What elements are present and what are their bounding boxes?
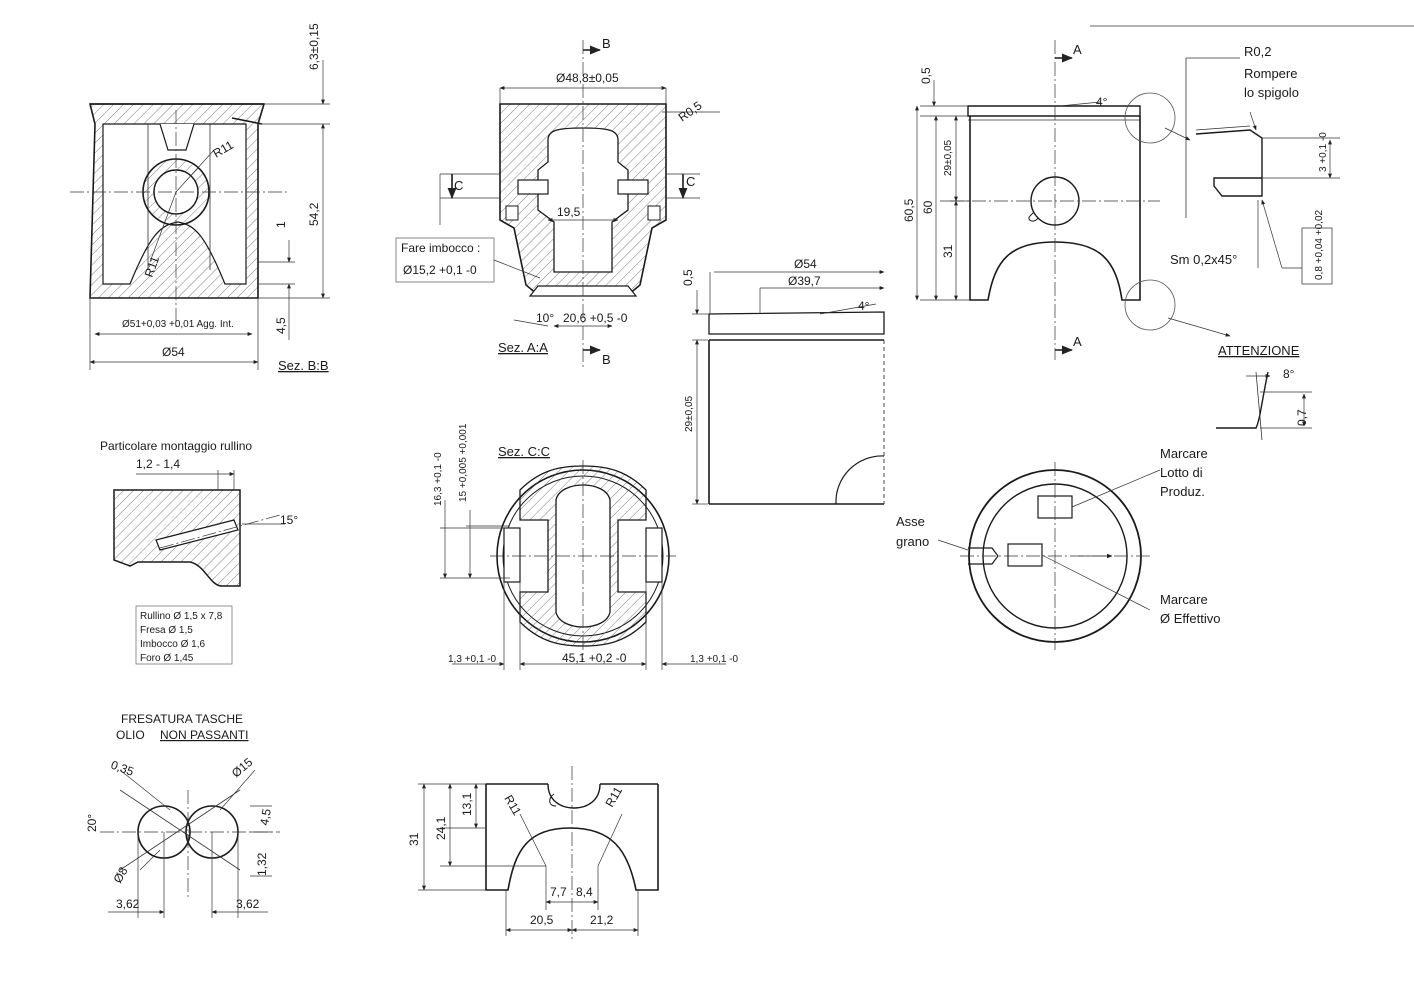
- detail-edge-break: R0,2 Rompere lo spigolo 3 +0,1 -0 Sm 0,2…: [1170, 44, 1340, 285]
- dim-0-35: 0,35: [109, 758, 136, 779]
- angle-4-ring: 4°: [858, 299, 870, 313]
- spec-rullino: Rullino Ø 1,5 x 7,8: [140, 611, 223, 622]
- dim-1-3-left: 1,3 +0,1 -0: [448, 654, 497, 665]
- radius-r0-5: R0,5: [676, 98, 705, 124]
- section-marker-c-left: C: [454, 178, 463, 193]
- angle-4: 4°: [1096, 95, 1108, 109]
- angle-15: 15°: [280, 513, 298, 527]
- detail-fresatura-tasche: FRESATURA TASCHE OLIO NON PASSANTI 0,35 …: [85, 712, 280, 918]
- section-a-a-view: B B Ø48,8±0,05 R0,5 C C 19,5 Fare imbocc…: [395, 36, 720, 370]
- radius-r11-skirt-right: R11: [602, 784, 625, 810]
- detail-attenzione: ATTENZIONE 8° 0,7: [1216, 343, 1312, 441]
- note-rompere: Rompere: [1244, 66, 1297, 81]
- section-marker-a-top: A: [1073, 42, 1082, 57]
- title-olio: OLIO: [116, 728, 145, 742]
- section-c-c-view: Sez. C:C 16,3 +0,1 -0 15 +0,005 +0,001 1…: [433, 423, 739, 670]
- skirt-view: 31 24,1 13,1 R11 R11 7,7 8,4 20,5 21,2: [407, 766, 659, 940]
- dim-8-4: 8,4: [576, 885, 593, 899]
- note-grano: grano: [896, 534, 929, 549]
- spec-fresa: Fresa Ø 1,5: [140, 625, 193, 636]
- title-non-passanti: NON PASSANTI: [160, 728, 248, 742]
- dim-24-1: 24,1: [434, 816, 448, 840]
- note-marcare-lotto: Marcare: [1160, 446, 1208, 461]
- ring-view: Ø54 Ø39,7 4° 0,5 29±0,05: [681, 257, 885, 505]
- spec-imbocco: Imbocco Ø 1,6: [140, 639, 205, 650]
- radius-r11-skirt-left: R11: [501, 793, 524, 819]
- dim-29: 29±0,05: [943, 139, 954, 176]
- note-lotto-di: Lotto di: [1160, 465, 1203, 480]
- dim-d15-2: Ø15,2 +0,1 -0: [403, 263, 477, 277]
- dim-6-3: 6,3±0,15: [307, 23, 321, 70]
- dim-1: 1: [274, 221, 288, 228]
- dim-20-5: 20,5: [530, 913, 554, 927]
- dim-19-5: 19,5: [557, 205, 581, 219]
- dim-31-skirt: 31: [407, 832, 421, 846]
- section-marker-c-right: C: [686, 174, 695, 189]
- note-produz: Produz.: [1160, 484, 1205, 499]
- dim-1-2-1-4: 1,2 - 1,4: [136, 457, 180, 471]
- dim-60-5: 60,5: [902, 198, 916, 222]
- spec-foro: Foro Ø 1,45: [140, 653, 194, 664]
- top-view: Marcare Lotto di Produz. Asse grano Marc…: [896, 446, 1220, 650]
- label-attenzione: ATTENZIONE: [1218, 343, 1300, 358]
- dim-d54: Ø54: [162, 345, 185, 359]
- title-particolare-rullino: Particolare montaggio rullino: [100, 439, 252, 453]
- dim-3-62-left: 3,62: [116, 897, 140, 911]
- dim-54-2: 54,2: [307, 202, 321, 226]
- dim-d48-8: Ø48,8±0,05: [556, 71, 619, 85]
- note-lo-spigolo: lo spigolo: [1244, 85, 1299, 100]
- dim-20-6: 20,6 +0,5 -0: [563, 311, 628, 325]
- section-label-cc: Sez. C:C: [498, 444, 550, 459]
- title-fresatura-tasche: FRESATURA TASCHE: [121, 712, 243, 726]
- note-sm-chamfer: Sm 0,2x45°: [1170, 252, 1237, 267]
- dim-21-2: 21,2: [590, 913, 614, 927]
- radius-r0-2: R0,2: [1244, 44, 1271, 59]
- dim-d15: Ø15: [229, 755, 256, 781]
- dim-0-5: 0,5: [919, 67, 933, 84]
- angle-20: 20°: [85, 814, 99, 832]
- dim-7-7: 7,7: [550, 885, 567, 899]
- section-b-b-view: 6,3±0,15 R11 R11 1 54,2 4,5 Ø51+0,03 +0,…: [70, 23, 330, 373]
- note-diametro-effettivo: Ø Effettivo: [1160, 611, 1220, 626]
- side-view: A A 4° 0,5 29±0,05 60,5 60 31: [902, 25, 1414, 360]
- note-marcare-diametro: Marcare: [1160, 592, 1208, 607]
- radius-r11-lower: R11: [142, 254, 162, 279]
- dim-16-3: 16,3 +0,1 -0: [433, 452, 444, 506]
- dim-0-5-ring: 0,5: [681, 269, 695, 286]
- dim-31: 31: [941, 244, 955, 258]
- dim-0-8: 0,8 +0,04 +0,02: [1314, 209, 1325, 280]
- dim-15: 15 +0,005 +0,001: [458, 423, 469, 502]
- dim-45-1: 45,1 +0,2 -0: [562, 651, 627, 665]
- detail-rullino: Particolare montaggio rullino 1,2 - 1,4 …: [100, 439, 298, 665]
- section-marker-a-bottom: A: [1073, 334, 1082, 349]
- dim-0-7: 0,7: [1295, 409, 1309, 426]
- section-marker-b-top: B: [602, 36, 611, 51]
- section-label-aa: Sez. A:A: [498, 340, 548, 355]
- section-marker-b-bottom: B: [602, 352, 611, 367]
- note-fare-imbocco: Fare imbocco :: [401, 241, 480, 255]
- angle-8: 8°: [1283, 367, 1295, 381]
- note-asse: Asse: [896, 514, 925, 529]
- dim-d8: Ø8: [110, 864, 130, 885]
- dim-d51: Ø51+0,03 +0,01 Agg. Int.: [122, 319, 234, 330]
- angle-10: 10°: [536, 311, 554, 325]
- dim-13-1: 13,1: [460, 792, 474, 816]
- dim-d54-ring: Ø54: [794, 257, 817, 271]
- dim-1-32: 1,32: [255, 852, 269, 876]
- dim-4-5-fresatura: 4,5: [257, 807, 274, 826]
- dim-29-ring: 29±0,05: [684, 395, 695, 432]
- dim-3: 3 +0,1 -0: [1318, 132, 1329, 172]
- dim-1-3-right: 1,3 +0,1 -0: [690, 654, 739, 665]
- dim-d39-7: Ø39,7: [788, 274, 821, 288]
- dim-3-62-right: 3,62: [236, 897, 260, 911]
- section-label-bb: Sez. B:B: [278, 358, 329, 373]
- dim-60: 60: [921, 200, 935, 214]
- dim-4-5: 4,5: [274, 317, 288, 334]
